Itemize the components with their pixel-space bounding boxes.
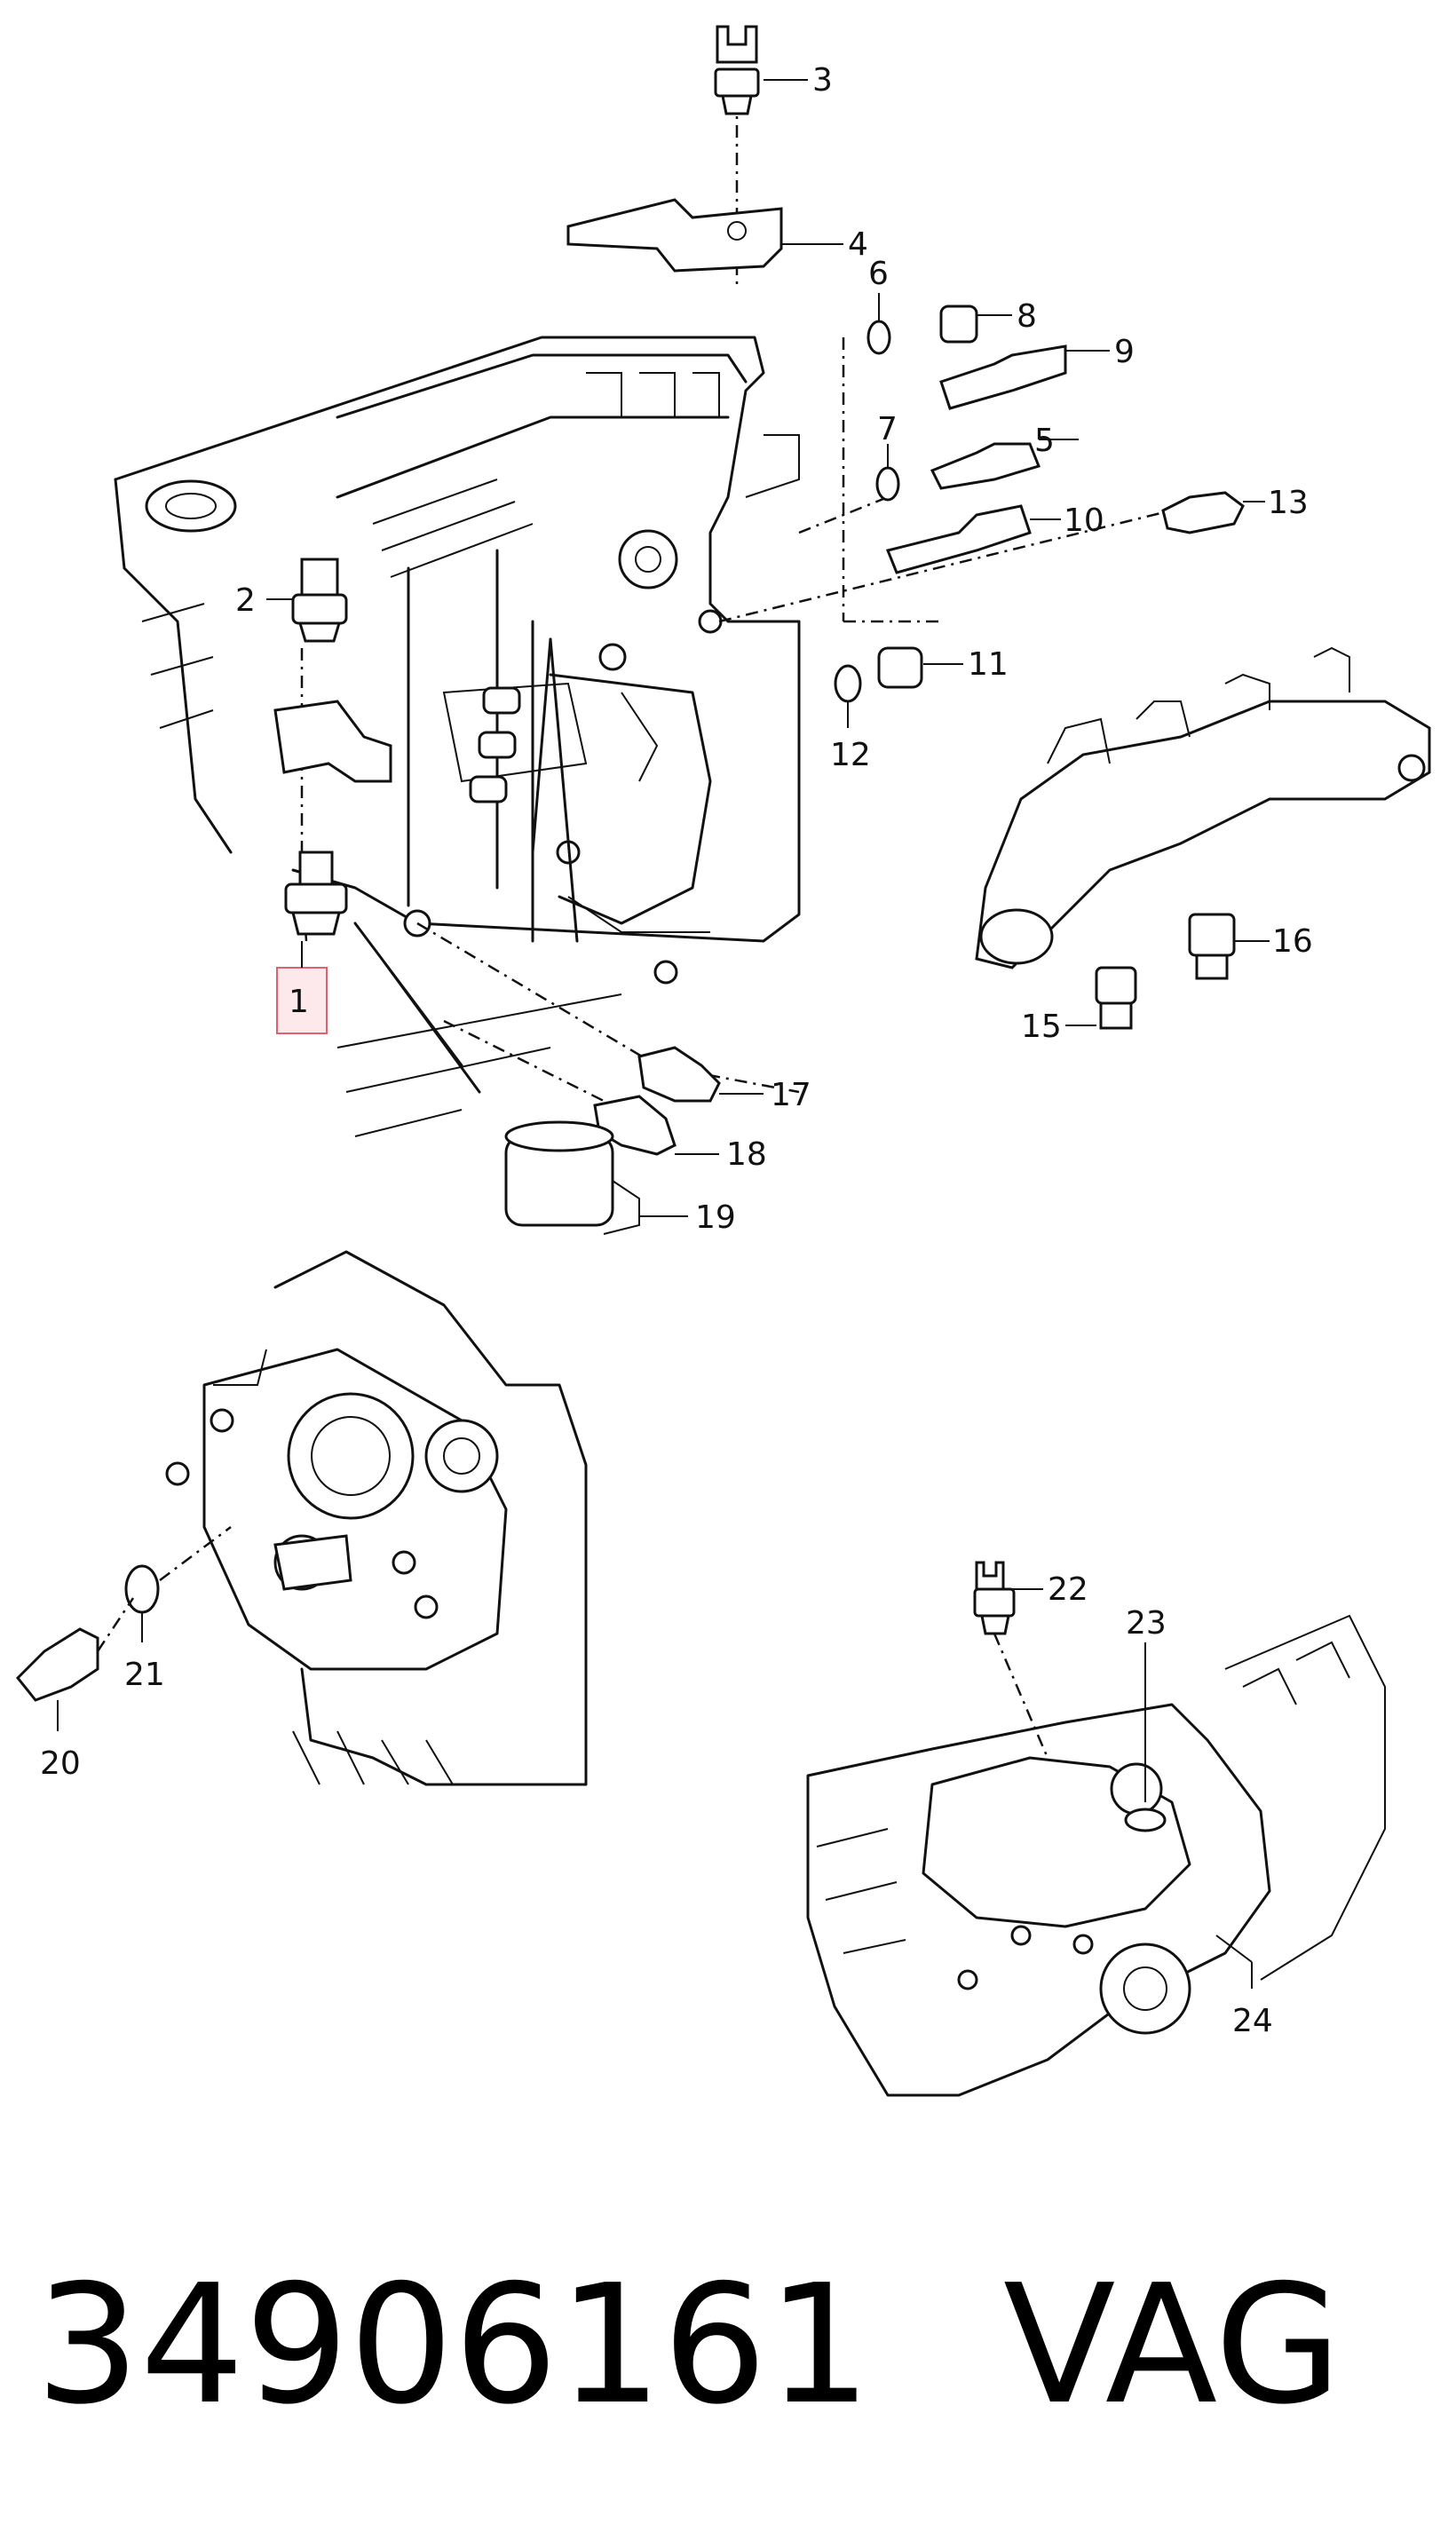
temperature-sender-icon — [714, 25, 760, 115]
washer-icon — [124, 1564, 160, 1614]
sender-13-icon — [1161, 491, 1245, 534]
leader-line — [718, 504, 1191, 623]
callout-13[interactable]: 13 — [1268, 485, 1309, 521]
leader-line — [159, 1526, 232, 1581]
callout-4[interactable]: 4 — [848, 226, 868, 263]
coolant-flange-icon — [975, 646, 1431, 1030]
callout-highlight-box — [276, 967, 328, 1034]
callout-5[interactable]: 5 — [1034, 423, 1055, 459]
callout-2[interactable]: 2 — [235, 582, 256, 619]
pressure-switch-icon — [291, 558, 348, 643]
callout-12[interactable]: 12 — [830, 737, 871, 773]
callout-22[interactable]: 22 — [1048, 1571, 1088, 1608]
callout-7[interactable]: 7 — [877, 411, 898, 447]
leader-line — [993, 1633, 1049, 1759]
callout-9[interactable]: 9 — [1114, 334, 1135, 370]
callout-18[interactable]: 18 — [726, 1136, 767, 1173]
washer-icon — [1124, 1808, 1167, 1832]
leader-line — [416, 922, 800, 1094]
callout-17[interactable]: 17 — [771, 1077, 811, 1113]
callout-14[interactable]: 14 — [1385, 56, 1426, 92]
callout-21[interactable]: 21 — [124, 1657, 165, 1693]
part-number: 34906161 — [36, 2249, 872, 2441]
callout-15[interactable]: 15 — [1021, 1009, 1062, 1045]
callout-23[interactable]: 23 — [1126, 1605, 1167, 1642]
callout-19[interactable]: 19 — [695, 1199, 736, 1236]
callout-11[interactable]: 11 — [968, 646, 1009, 683]
switch-5-icon — [930, 442, 1041, 490]
oil-cap-icon — [145, 479, 237, 533]
washer-icon — [866, 320, 891, 355]
callout-20[interactable]: 20 — [40, 1745, 81, 1782]
callout-3[interactable]: 3 — [812, 62, 833, 99]
brand-name: VAG — [1003, 2249, 1341, 2441]
plug-icon — [939, 305, 978, 344]
engine-block-upper — [114, 336, 801, 1137]
callout-10[interactable]: 10 — [1064, 502, 1104, 539]
engine-front-view — [15, 1250, 588, 1786]
sender-17-icon — [637, 1046, 721, 1103]
sender-20-icon — [15, 1627, 99, 1702]
callout-1[interactable]: 1 — [289, 984, 309, 1020]
oil-pressure-sender-icon — [273, 700, 392, 936]
sender-stack — [834, 305, 1245, 703]
sender-9-icon — [939, 344, 1067, 410]
callout-24[interactable]: 24 — [1232, 2003, 1273, 2039]
sender-10-icon — [885, 504, 1032, 574]
sender-22-icon — [973, 1561, 1016, 1635]
callout-16[interactable]: 16 — [1272, 923, 1313, 960]
canister-19-icon — [504, 1120, 640, 1235]
leader-line — [443, 1019, 622, 1112]
washer-icon — [834, 664, 862, 703]
plug-icon — [877, 646, 923, 689]
leader-line — [798, 495, 889, 534]
callout-labels: 1 2 3 4 5 6 7 8 9 10 11 12 13 14 15 16 1… — [40, 56, 1426, 2039]
bracket-icon — [566, 198, 783, 273]
leader-line — [96, 1597, 135, 1652]
leader-line — [842, 337, 941, 623]
callout-8[interactable]: 8 — [1017, 298, 1037, 335]
washer-icon — [875, 466, 900, 502]
callout-6[interactable]: 6 — [868, 256, 889, 292]
transmission-view — [806, 1561, 1386, 2097]
